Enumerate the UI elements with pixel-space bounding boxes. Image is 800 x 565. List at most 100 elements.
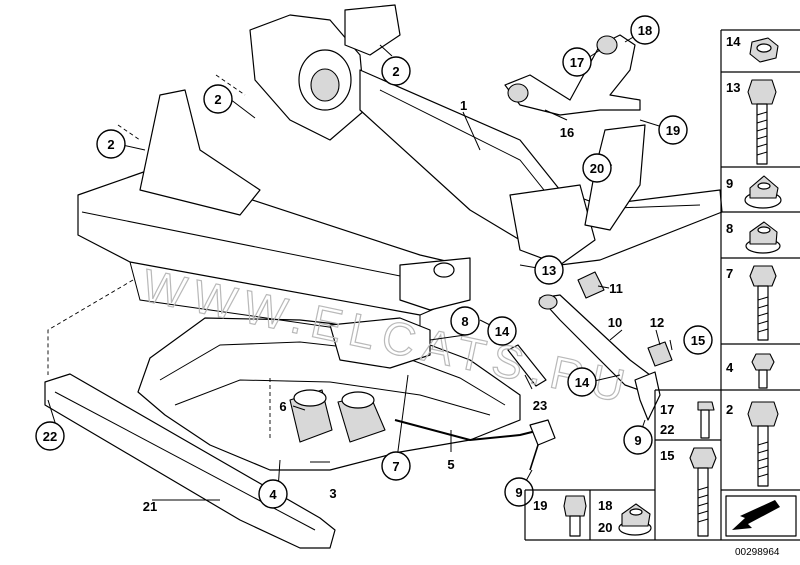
diagram-number: 00298964 bbox=[735, 547, 780, 558]
callout-14-upper[interactable]: 14 bbox=[487, 316, 517, 346]
right-tower bbox=[509, 184, 596, 266]
callout-17[interactable]: 17 bbox=[562, 47, 592, 77]
callout-10[interactable]: 10 bbox=[608, 315, 622, 330]
sidebar-label-9[interactable]: 9 bbox=[726, 176, 733, 191]
callout-11-label: 11 bbox=[609, 281, 623, 296]
bolt-19-icon bbox=[563, 495, 587, 537]
callout-19[interactable]: 19 bbox=[658, 115, 688, 145]
sidebar-label-8-text: 8 bbox=[726, 221, 733, 236]
bolt-4-icon bbox=[751, 353, 775, 389]
callout-6[interactable]: 6 bbox=[279, 399, 286, 414]
callout-20[interactable]: 20 bbox=[582, 153, 612, 183]
sidebar-label-18-text: 18 bbox=[598, 498, 612, 513]
sidebar-label-18[interactable]: 18 bbox=[598, 498, 612, 513]
callout-18-label: 18 bbox=[638, 23, 652, 38]
callout-5-label: 5 bbox=[447, 457, 454, 472]
callout-2-left[interactable]: 2 bbox=[96, 129, 126, 159]
sidebar-label-15-text: 15 bbox=[660, 448, 674, 463]
upper-rail bbox=[359, 69, 723, 266]
sidebar-label-20-text: 20 bbox=[598, 520, 612, 535]
callout-21[interactable]: 21 bbox=[143, 499, 157, 514]
sidebar-label-20[interactable]: 20 bbox=[598, 520, 612, 535]
callout-1[interactable]: 1 bbox=[460, 98, 467, 113]
sidebar-label-7-text: 7 bbox=[726, 266, 733, 281]
sidebar-label-14[interactable]: 14 bbox=[726, 34, 741, 49]
callout-10-label: 10 bbox=[608, 315, 622, 330]
callout-15-label: 15 bbox=[691, 333, 705, 348]
sidebar-label-17-text: 17 bbox=[660, 402, 674, 417]
callout-3[interactable]: 3 bbox=[329, 486, 336, 501]
callout-8[interactable]: 8 bbox=[450, 306, 480, 336]
callout-12[interactable]: 12 bbox=[650, 315, 664, 330]
callout-6-label: 6 bbox=[279, 399, 286, 414]
callout-14-upper-label: 14 bbox=[495, 324, 510, 339]
sidebar-label-19-text: 19 bbox=[533, 498, 547, 513]
callout-9-lower[interactable]: 9 bbox=[504, 477, 534, 507]
callout-9-lower-label: 9 bbox=[515, 485, 522, 500]
callout-3-label: 3 bbox=[329, 486, 336, 501]
callout-5[interactable]: 5 bbox=[447, 457, 454, 472]
sidebar-label-13-text: 13 bbox=[726, 80, 740, 95]
right-bracket bbox=[344, 4, 401, 56]
bolt-2-icon bbox=[747, 401, 779, 487]
sidebar-label-13[interactable]: 13 bbox=[726, 80, 740, 95]
callout-20-label: 20 bbox=[590, 161, 604, 176]
callout-7-label: 7 bbox=[392, 459, 399, 474]
callout-2-mid[interactable]: 2 bbox=[203, 84, 233, 114]
bolt-17-icon bbox=[697, 401, 715, 439]
callout-17-label: 17 bbox=[570, 55, 584, 70]
center-bracket bbox=[329, 317, 431, 369]
stabilizer-link bbox=[394, 419, 541, 442]
bushing-12 bbox=[647, 341, 673, 367]
bolt-13-icon bbox=[747, 79, 777, 165]
sidebar-label-2[interactable]: 2 bbox=[726, 402, 733, 417]
callout-22-label: 22 bbox=[43, 429, 57, 444]
callout-8-label: 8 bbox=[461, 314, 468, 329]
fastener-sidebar bbox=[524, 29, 800, 541]
part-illustrations bbox=[44, 4, 723, 549]
callout-14-lower-label: 14 bbox=[575, 375, 590, 390]
callout-23[interactable]: 23 bbox=[533, 398, 547, 413]
callout-13-label: 13 bbox=[542, 263, 556, 278]
sidebar-label-4[interactable]: 4 bbox=[726, 360, 734, 375]
sidebar-label-2-text: 2 bbox=[726, 402, 733, 417]
callout-16[interactable]: 16 bbox=[560, 125, 574, 140]
callout-7[interactable]: 7 bbox=[381, 451, 411, 481]
bushing-11 bbox=[577, 271, 605, 299]
callout-15[interactable]: 15 bbox=[683, 325, 713, 355]
callout-22[interactable]: 22 bbox=[35, 421, 65, 451]
callout-2-top[interactable]: 2 bbox=[381, 56, 411, 86]
sidebar-label-22[interactable]: 22 bbox=[660, 422, 674, 437]
bolt-15-icon bbox=[689, 447, 717, 537]
bolt-7-icon bbox=[749, 265, 777, 341]
sidebar-label-14-text: 14 bbox=[726, 34, 741, 49]
callout-19-label: 19 bbox=[666, 123, 680, 138]
sidebar-label-7[interactable]: 7 bbox=[726, 266, 733, 281]
sidebar-label-9-text: 9 bbox=[726, 176, 733, 191]
callout-18[interactable]: 18 bbox=[630, 15, 660, 45]
callout-4[interactable]: 4 bbox=[258, 479, 288, 509]
callout-9-right[interactable]: 9 bbox=[623, 425, 653, 455]
callout-1-label: 1 bbox=[460, 98, 467, 113]
callout-23-label: 23 bbox=[533, 398, 547, 413]
subframe-cross-member bbox=[139, 89, 261, 216]
callout-13[interactable]: 13 bbox=[534, 255, 564, 285]
reinforcement-bar bbox=[44, 373, 336, 549]
sidebar-label-8[interactable]: 8 bbox=[726, 221, 733, 236]
sidebar-label-22-text: 22 bbox=[660, 422, 674, 437]
callout-14-lower[interactable]: 14 bbox=[567, 367, 597, 397]
callout-21-label: 21 bbox=[143, 499, 157, 514]
direction-arrow-icon bbox=[725, 495, 797, 537]
sidebar-label-4-text: 4 bbox=[726, 360, 734, 375]
sidebar-label-15[interactable]: 15 bbox=[660, 448, 674, 463]
callout-12-label: 12 bbox=[650, 315, 664, 330]
callout-2-mid-label: 2 bbox=[214, 92, 221, 107]
sidebar-label-19[interactable]: 19 bbox=[533, 498, 547, 513]
nut-9-icon bbox=[744, 175, 782, 209]
sidebar-label-17[interactable]: 17 bbox=[660, 402, 674, 417]
callout-9-right-label: 9 bbox=[634, 433, 641, 448]
callout-4-label: 4 bbox=[269, 487, 277, 502]
callout-2-top-label: 2 bbox=[392, 64, 399, 79]
callout-11[interactable]: 11 bbox=[609, 281, 623, 296]
